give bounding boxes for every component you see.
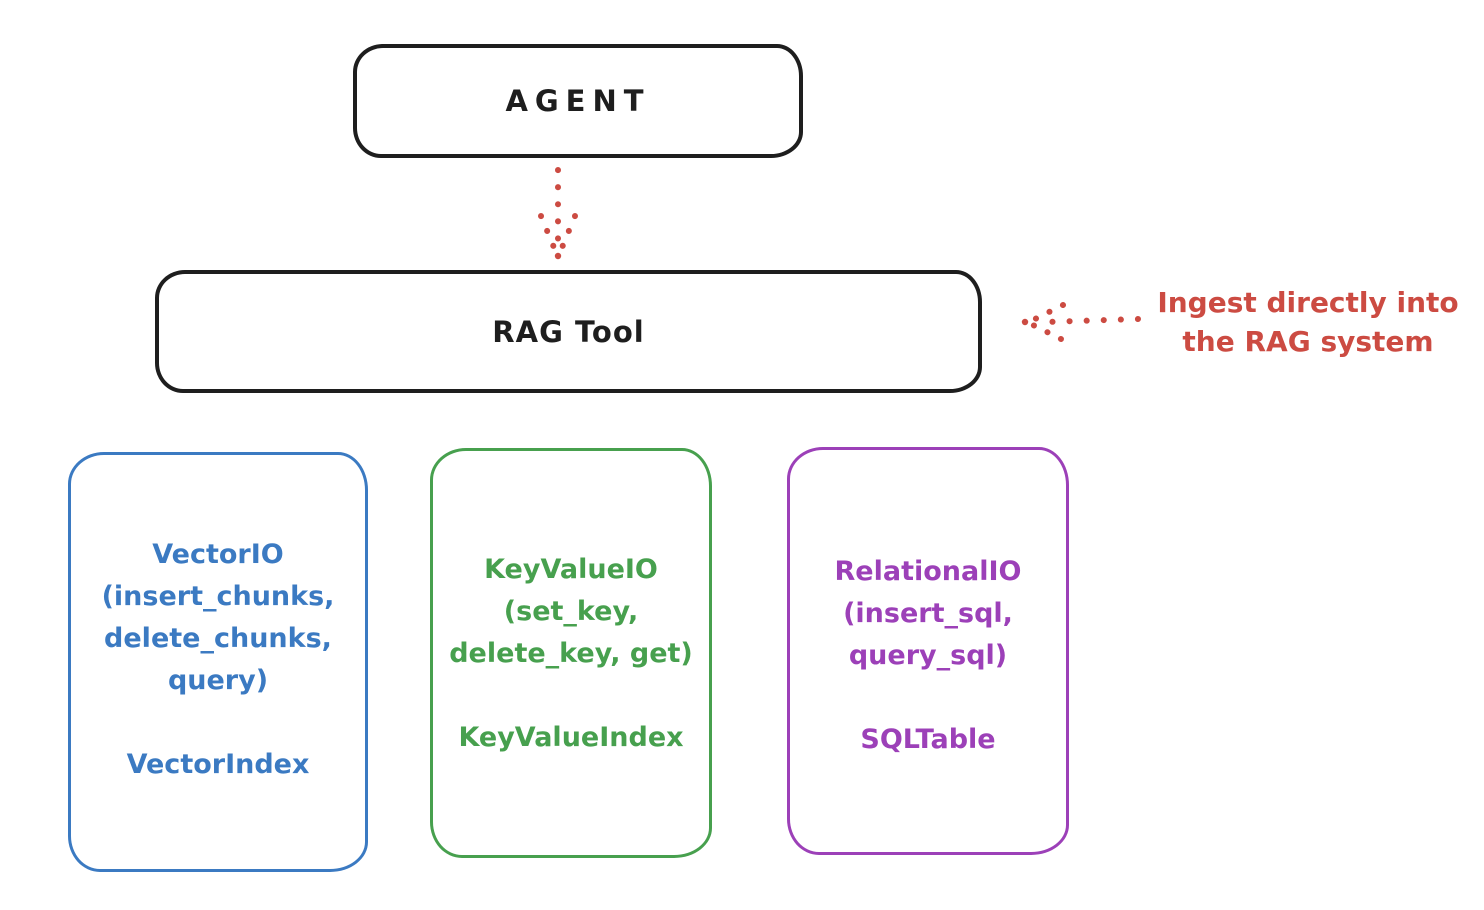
ingest-annotation-line2: the RAG system [1182,325,1434,358]
agent-node: AGENT [353,44,803,158]
agent-to-rag-arrow [538,167,578,260]
relational-io-methods-line1: (insert_sql, [843,598,1013,629]
relational-io-title: RelationalIO [834,556,1022,587]
vector-io-methods-line3: query) [167,665,269,696]
rag-tool-label: RAG Tool [492,314,645,349]
relational-io-methods-line2: query_sql) [848,640,1008,671]
key-value-io-methods-line2: delete_key, get) [449,638,693,669]
key-value-io-title: KeyValueIO [484,554,658,585]
vector-io-title: VectorIO [152,539,284,570]
vector-io-methods-line1: (insert_chunks, [101,581,335,612]
ingest-annotation: Ingest directly into the RAG system [1138,283,1478,361]
rag-tool-node: RAG Tool [155,270,982,393]
key-value-index-label: KeyValueIndex [458,722,684,753]
ingest-annotation-line1: Ingest directly into [1157,286,1459,319]
relational-io-node: RelationalIO (insert_sql, query_sql) SQL… [787,447,1069,855]
annotation-to-rag-arrow [1021,302,1141,342]
sql-table-label: SQLTable [860,724,996,755]
vector-index-label: VectorIndex [126,749,310,780]
key-value-io-methods-line1: (set_key, [503,596,639,627]
key-value-io-node: KeyValueIO (set_key, delete_key, get) Ke… [430,448,712,858]
agent-label: AGENT [505,84,651,118]
vector-io-methods-line2: delete_chunks, [104,623,332,654]
vector-io-node: VectorIO (insert_chunks, delete_chunks, … [68,452,368,872]
